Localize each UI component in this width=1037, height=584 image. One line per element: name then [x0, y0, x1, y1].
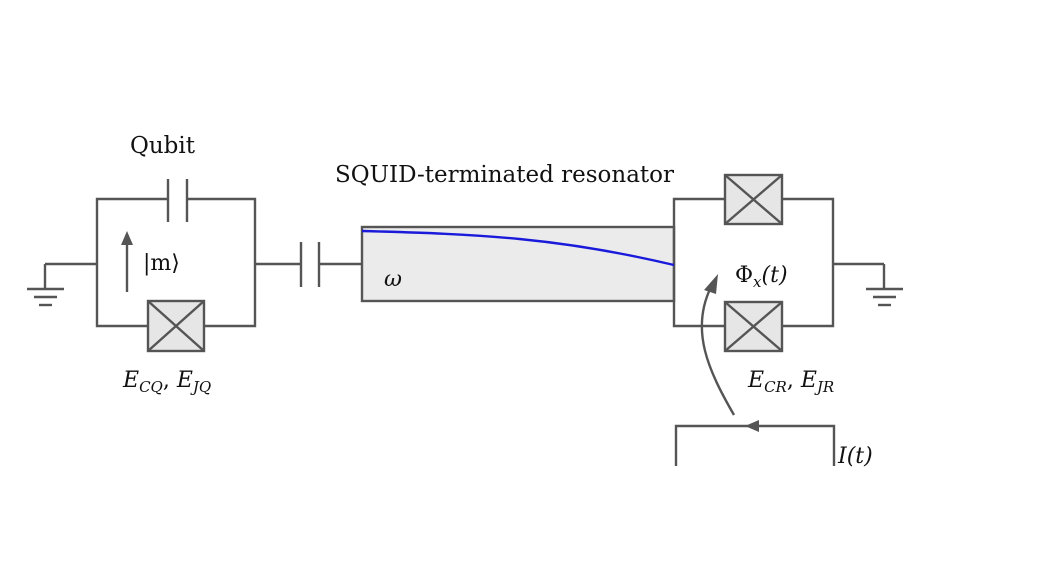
resonator-mode-curve [361, 229, 675, 267]
resonator-frequency-label: ω [384, 267, 402, 292]
qubit-state-arrow-icon [121, 231, 133, 292]
bias-current-line [674, 420, 836, 466]
squid-junction-bottom-icon [723, 300, 784, 353]
left-ground-icon [27, 262, 97, 307]
squid-junction-top-icon [723, 173, 784, 226]
qubit-junction-icon [146, 299, 206, 353]
flux-arrow-icon [700, 274, 736, 416]
squid-energies-label: ECR, EJR [747, 368, 834, 396]
flux-label: Φx(t) [735, 263, 788, 291]
resonator-title: SQUID-terminated resonator [335, 162, 674, 188]
qubit-loop [95, 179, 257, 328]
qubit-title: Qubit [130, 133, 196, 159]
coupling-capacitor-icon [255, 242, 362, 287]
current-label: I(t) [837, 444, 873, 469]
qubit-energies-label: ECQ, EJQ [122, 368, 211, 396]
squid-loop [672, 197, 835, 328]
qubit-state-label: |m⟩ [143, 251, 180, 276]
right-ground-icon [833, 262, 903, 307]
